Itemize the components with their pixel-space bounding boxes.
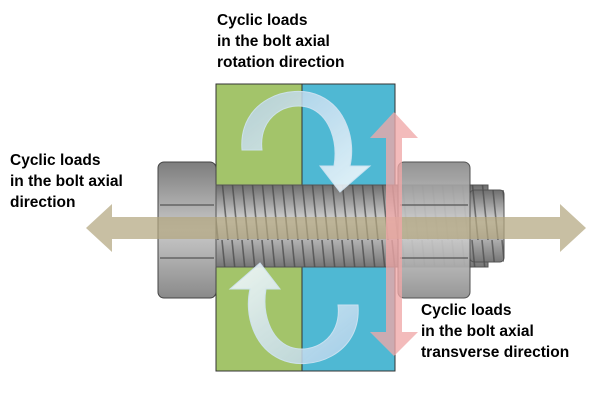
rotation-label-line-3: rotation direction: [217, 54, 345, 71]
transverse-load-label: Cyclic loads in the bolt axial transvers…: [421, 300, 569, 363]
curved-arrow-icon: [241, 91, 372, 193]
axial-label-line-3: direction: [10, 194, 76, 211]
transverse-label-line-1: Cyclic loads: [421, 302, 512, 319]
curved-arrow-icon: [228, 262, 359, 364]
double-horizontal-arrow-icon: [86, 204, 586, 252]
transverse-label-line-3: transverse direction: [421, 344, 570, 361]
axial-load-label: Cyclic loads in the bolt axial direction: [10, 150, 123, 213]
transverse-label-line-2: in the bolt axial: [421, 323, 534, 340]
double-vertical-arrow-icon: [370, 112, 418, 356]
rotation-load-label: Cyclic loads in the bolt axial rotation …: [217, 10, 344, 73]
rotation-label-line-2: in the bolt axial: [217, 33, 330, 50]
rotation-label-line-1: Cyclic loads: [217, 12, 308, 29]
axial-label-line-1: Cyclic loads: [10, 152, 101, 169]
axial-label-line-2: in the bolt axial: [10, 173, 123, 190]
